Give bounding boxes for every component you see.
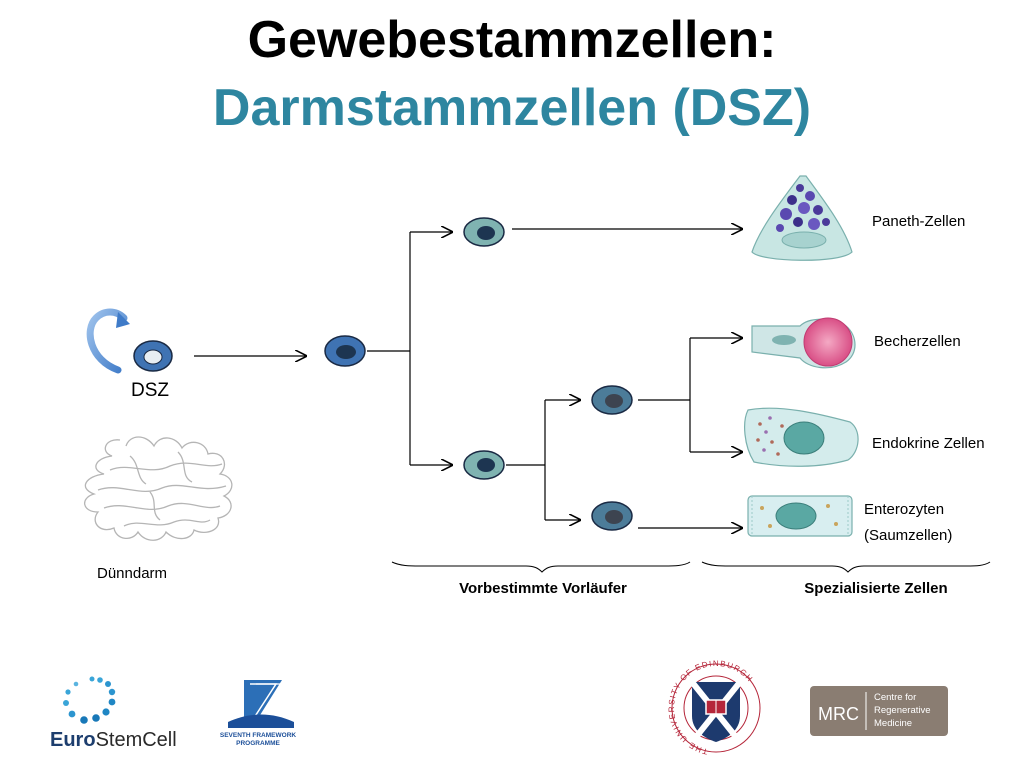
branch-secretory <box>638 338 742 452</box>
svg-text:Regenerative: Regenerative <box>874 705 931 716</box>
branch-precursor <box>367 232 452 465</box>
branch-common <box>506 400 580 520</box>
secretory-progenitor-cell <box>592 386 632 414</box>
svg-text:SEVENTH FRAMEWORK: SEVENTH FRAMEWORK <box>220 732 297 739</box>
paneth-cell-icon <box>752 176 852 260</box>
eurostemcell-logo: EuroStemCell <box>50 677 177 752</box>
university-of-edinburgh-logo: THE UNIVERSITY OF EDINBURGH <box>667 659 760 756</box>
absorptive-progenitor-cell <box>592 502 632 530</box>
svg-text:Centre for: Centre for <box>874 692 916 703</box>
bracket-progenitors <box>392 562 690 572</box>
common-precursor-cell <box>464 451 504 479</box>
stem-cell <box>134 341 172 371</box>
goblet-label: Becherzellen <box>874 333 961 350</box>
paneth-precursor-cell <box>464 218 504 246</box>
fp7-logo: SEVENTH FRAMEWORK PROGRAMME <box>220 680 297 747</box>
stem-cell-label: DSZ <box>131 380 169 401</box>
enteroendocrine-cell-icon <box>745 408 858 466</box>
enterocyte-label-line-2: (Saumzellen) <box>864 527 952 544</box>
svg-text:EuroStemCell: EuroStemCell <box>50 729 177 751</box>
self-renewal-arrow-icon <box>90 312 130 370</box>
small-intestine-label: Dünndarm <box>97 565 167 582</box>
svg-text:MRC: MRC <box>818 704 859 724</box>
enterocyte-cell-icon <box>748 496 852 536</box>
paneth-label: Paneth-Zellen <box>872 213 965 230</box>
svg-text:PROGRAMME: PROGRAMME <box>236 740 280 747</box>
bracket-specialized-label: Spezialisierte Zellen <box>804 580 947 597</box>
bracket-progenitors-label: Vorbestimmte Vorläufer <box>459 580 627 597</box>
enterocyte-label-line-1: Enterozyten <box>864 501 944 518</box>
bracket-specialized <box>702 562 990 572</box>
precursor-cell <box>325 336 365 366</box>
small-intestine-icon <box>85 437 232 540</box>
goblet-cell-icon <box>752 318 855 368</box>
svg-text:Medicine: Medicine <box>874 718 912 729</box>
enteroendocrine-label: Endokrine Zellen <box>872 435 985 452</box>
mrc-regenerative-medicine-logo: MRC Centre for Regenerative Medicine <box>810 686 948 736</box>
